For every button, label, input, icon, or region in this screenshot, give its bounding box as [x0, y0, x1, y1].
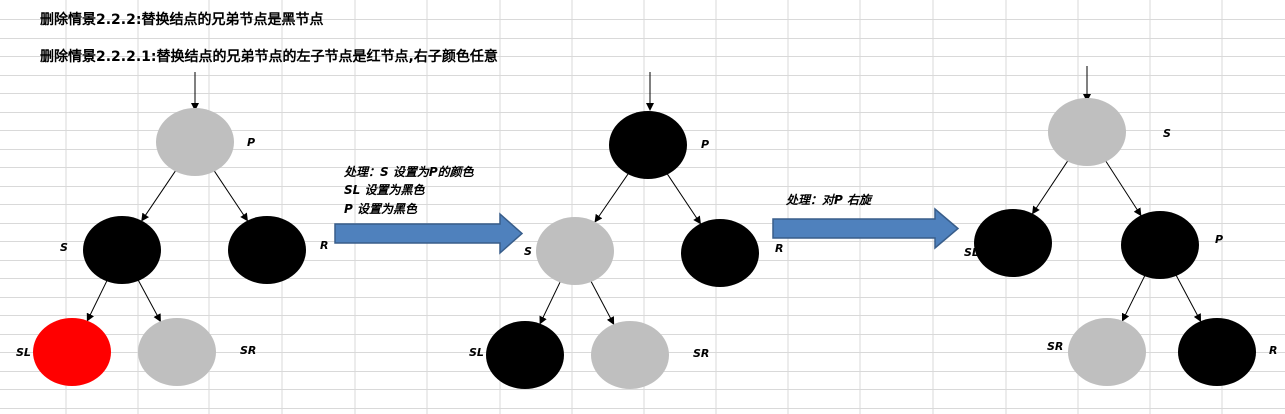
- node-label-sl: SL: [469, 346, 484, 359]
- node-s: [83, 216, 161, 284]
- tree-edge-p-s: [141, 169, 177, 222]
- tree-edge-p-r: [1175, 274, 1202, 323]
- tree-edge-s-sr: [590, 280, 615, 326]
- node-s: [1048, 98, 1126, 166]
- node-label-r: R: [775, 242, 783, 255]
- scenario-title: 删除情景2.2.2:替换结点的兄弟节点是黑节点: [40, 12, 324, 28]
- node-label-sr: SR: [240, 344, 256, 357]
- tree-edge-s-p: [1104, 159, 1142, 217]
- node-label-s: S: [60, 241, 68, 254]
- node-s: [536, 217, 614, 285]
- tree-edge-p-r: [213, 169, 248, 222]
- node-sr: [591, 321, 669, 389]
- tree-edge-s-sl: [86, 279, 108, 322]
- node-label-p: P: [247, 136, 255, 149]
- tree-edge-p-s: [594, 172, 630, 223]
- node-label-sl: SL: [16, 346, 31, 359]
- node-label-p: P: [701, 138, 709, 151]
- tree-edge-s-sl: [539, 280, 562, 325]
- scenario-subtitle: 删除情景2.2.2.1:替换结点的兄弟节点的左子节点是红节点,右子颜色任意: [40, 49, 498, 65]
- step2-note-line1: 处理：对P 右旋: [786, 193, 871, 207]
- node-label-p: P: [1215, 233, 1223, 246]
- step1-note-line2: SL 设置为黑色: [344, 183, 425, 197]
- node-r: [681, 219, 759, 287]
- tree-edge-p-r: [666, 172, 701, 225]
- node-label-s: S: [524, 245, 532, 258]
- node-sl: [486, 321, 564, 389]
- tree-edge-s-sl: [1032, 159, 1069, 215]
- node-p: [1121, 211, 1199, 279]
- transition-arrow-2: [772, 207, 960, 250]
- node-sl: [33, 318, 111, 386]
- node-sl: [974, 209, 1052, 277]
- transition-arrow-1: [334, 212, 524, 255]
- step1-note-line3: P 设置为黑色: [344, 202, 417, 216]
- node-r: [228, 216, 306, 284]
- step1-note-line1: 处理：S 设置为P的颜色: [344, 165, 474, 179]
- node-p: [609, 111, 687, 179]
- node-sr: [138, 318, 216, 386]
- tree-edge-p-sr: [1121, 274, 1146, 322]
- node-label-r: R: [320, 239, 328, 252]
- node-p: [156, 108, 234, 176]
- tree-edge-s-sr: [137, 278, 161, 323]
- node-label-sr: SR: [1047, 340, 1063, 353]
- node-sr: [1068, 318, 1146, 386]
- node-label-r: R: [1269, 344, 1277, 357]
- node-label-sr: SR: [693, 347, 709, 360]
- node-label-sl: SL: [964, 246, 979, 259]
- node-r: [1178, 318, 1256, 386]
- node-label-s: S: [1163, 127, 1171, 140]
